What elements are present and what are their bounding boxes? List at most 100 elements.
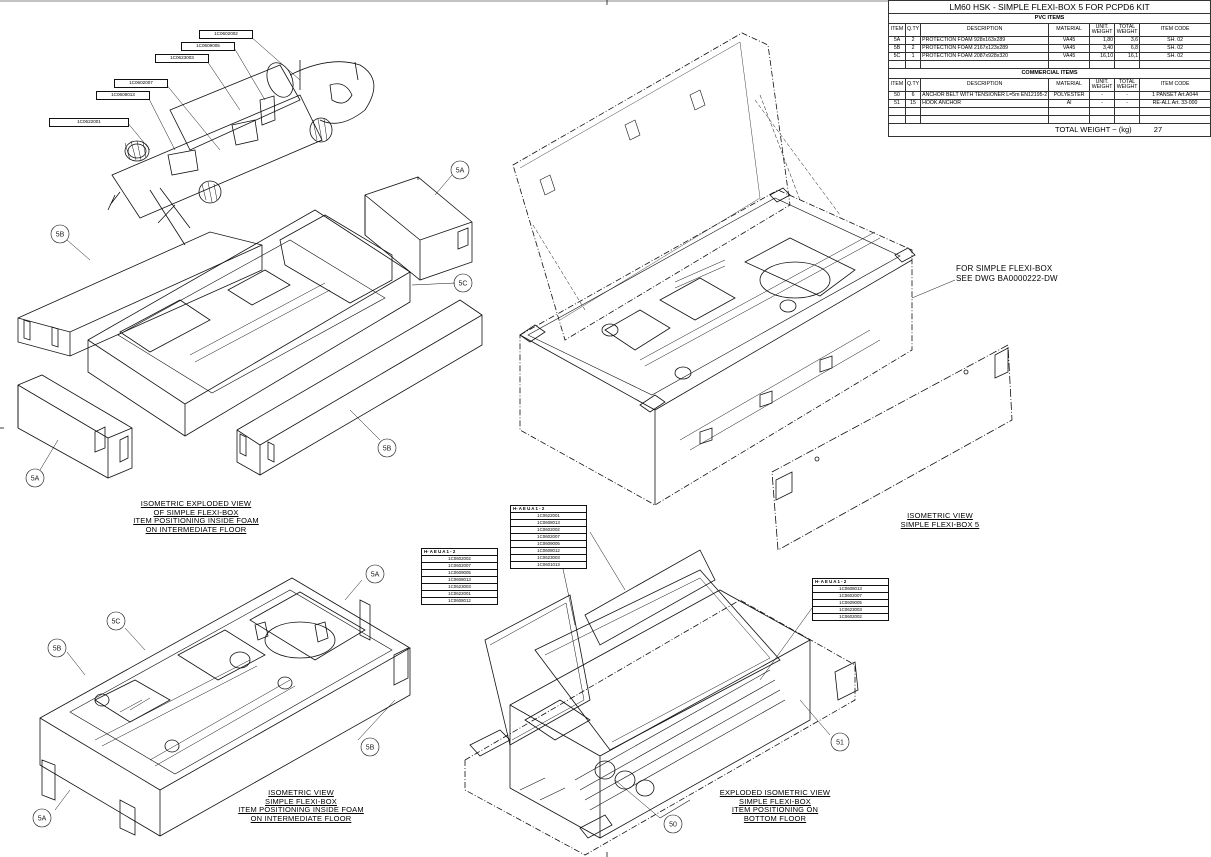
code-table-cell: 1C0623003 (421, 583, 498, 591)
part-code-tag: 1C0602002 (199, 30, 253, 39)
bom-cell-material: VA45 (1048, 44, 1091, 53)
bom-cell-total-weight: - (1114, 99, 1141, 108)
bom-header-row: ITEM Q.TY DESCRIPTION MATERIAL UNIT. WEI… (888, 78, 1211, 92)
view-label-line: SIMPLE FLEXI-BOX (739, 796, 811, 806)
bom-cell-item: 50 (888, 91, 906, 100)
bom-cell-material: VA45 (1048, 36, 1091, 45)
open-flexi-box-view (512, 32, 1013, 551)
balloon-5b-bottomright (360, 737, 380, 757)
bom-header-total-weight: TOTAL WEIGHT (1114, 23, 1141, 37)
bom-cell-material: VA45 (1048, 52, 1091, 61)
balloon-5b-bottomright-text: 5B (366, 745, 375, 752)
code-table-cell: 1C0608013 (510, 519, 587, 527)
balloon-51-text: 51 (836, 740, 844, 747)
balloon-5a-top-text: 5A (456, 168, 465, 175)
bom-cell-item-code: SH. 02 (1139, 36, 1211, 45)
part-code-tag: 1C0608013 (96, 91, 150, 100)
code-table-cell: 1C0602002 (510, 526, 587, 534)
code-table-cell: 1C0601013 (510, 561, 587, 569)
bom-cell-item-code: RE-ALL Art. 33-000 (1139, 99, 1211, 108)
code-table-a: H- A E U A 1 - 2 1C0602002 1C0602007 1C0… (421, 548, 498, 605)
view-label-line: ISOMETRIC VIEW (907, 511, 973, 520)
bom-total-row: TOTAL WEIGHT ~ (kg) 27 (888, 123, 1211, 137)
code-table-cell: 1C0602002 (812, 613, 889, 621)
foam-5c-central (87, 209, 411, 437)
bom-cell-description: HOOK ANCHOR (920, 99, 1050, 108)
bom-header-item-code: ITEM CODE (1139, 23, 1211, 37)
view-label-exploded-foam: ISOMETRIC EXPLODED VIEW OF SIMPLE FLEXI-… (128, 499, 264, 534)
balloon-5a-bottomleft (32, 808, 52, 828)
code-table-cell: 1C0608012 (421, 597, 498, 605)
code-table-cell: 1C0609005 (812, 599, 889, 607)
part-code-tag: 1C0602007 (114, 79, 168, 88)
bom-cell-item: 5C (888, 52, 906, 61)
code-table-head: H- A E U A 1 - 2 (510, 505, 587, 513)
bom-header-material: MATERIAL (1048, 78, 1091, 92)
bom-header-total-weight: TOTAL WEIGHT (1114, 78, 1141, 92)
bom-cell-total-weight: 3,6 (1114, 36, 1141, 45)
view-label-line: ISOMETRIC EXPLODED VIEW (140, 499, 252, 508)
bom-cell-item: 5A (888, 36, 906, 45)
bom-cell-item: 51 (888, 99, 906, 108)
view-label-line: ITEM POSITIONING INSIDE FOAM (238, 805, 364, 815)
code-table-cell: 1C0623003 (510, 554, 587, 562)
bom-total-value: 27 (1153, 125, 1163, 134)
see-drawing-note: FOR SIMPLE FLEXI-BOX SEE DWG BA0000222-D… (956, 264, 1058, 284)
code-table-cell: 1C0608013 (812, 585, 889, 593)
bom-spacer-row (888, 115, 1211, 124)
balloon-5a-bottomleft-text: 5A (38, 816, 47, 823)
view-label-line: ON INTERMEDIATE FLOOR (250, 813, 352, 823)
view-label-open-box: ISOMETRIC VIEW SIMPLE FLEXI-BOX 5 (880, 511, 1000, 529)
balloon-5a-bottomtop-text: 5A (371, 572, 380, 579)
code-table-cell: 1C0608013 (421, 576, 498, 584)
bom-header-description: DESCRIPTION (920, 78, 1050, 92)
bom-header-unit-weight: UNIT. WEIGHT (1089, 78, 1116, 92)
balloon-5a-left-text: 5A (31, 476, 40, 483)
bom-header-qty: Q.TY (904, 23, 922, 37)
bom-cell-unit-weight: 1,80 (1089, 36, 1116, 45)
bom-cell-description: PROTECTION FOAM 928x163x289 (920, 36, 1050, 45)
view-label-bottom-floor: EXPLODED ISOMETRIC VIEW SIMPLE FLEXI-BOX… (712, 788, 838, 823)
code-table-c: H- A E U A 1 - 2 1C0608013 1C0602007 1C0… (812, 578, 889, 621)
balloon-5b-bottomleft (47, 638, 67, 658)
code-table-b: H- A E U A 1 - 2 1C0622001 1C0608013 1C0… (510, 505, 587, 569)
bom-pvc-section: PVC ITEMS (888, 13, 1211, 24)
bom-cell-description: ANCHOR BELT WITH TENSIONER L=5m EN12195-… (920, 91, 1050, 100)
code-table-cell: 1C0602007 (421, 562, 498, 570)
view-label-line: ITEM POSITIONING ON (731, 805, 819, 815)
bom-header-description: DESCRIPTION (920, 23, 1050, 37)
bom-header-item: ITEM (888, 23, 906, 37)
bom-cell-item-code: 1 PANSET Art.A044 (1139, 91, 1211, 100)
bom-cell-item: 5B (888, 44, 906, 53)
callout-balloons (25, 160, 850, 834)
balloon-5b-mid-text: 5B (383, 446, 392, 453)
bom-cell-unit-weight: 16,10 (1089, 52, 1116, 61)
code-table-cell: 1C0622001 (510, 512, 587, 520)
foam-5b-lower (236, 299, 483, 476)
bom-cell-material: POLYESTER (1048, 91, 1091, 100)
bom-header-unit-weight: UNIT. WEIGHT (1089, 23, 1116, 37)
note-line-1: FOR SIMPLE FLEXI-BOX (956, 264, 1053, 273)
bom-cell-total-weight: 6,8 (1114, 44, 1141, 53)
code-table-cell: 1C0623003 (812, 606, 889, 614)
code-table-cell: 1C0602002 (421, 555, 498, 563)
bom-commercial-section: COMMERCIAL ITEMS (888, 68, 1211, 79)
balloon-5a-bottomtop (365, 564, 385, 584)
balloon-5c-mid (453, 273, 473, 293)
balloon-5c-bottom-text: 5C (112, 619, 121, 626)
foam-5b-upper (17, 231, 263, 357)
view-label-line: ITEM POSITIONING INSIDE FOAM (133, 516, 259, 526)
code-leaders (126, 35, 301, 151)
foam-positioning-view (39, 577, 411, 837)
bom-cell-unit-weight: 3,40 (1089, 44, 1116, 53)
bom-total-label: TOTAL WEIGHT ~ (kg) (1055, 125, 1132, 134)
code-table-cell: 1C0602007 (510, 533, 587, 541)
bom-cell-qty: 2 (904, 36, 922, 45)
bom-header-item-code: ITEM CODE (1139, 78, 1211, 92)
